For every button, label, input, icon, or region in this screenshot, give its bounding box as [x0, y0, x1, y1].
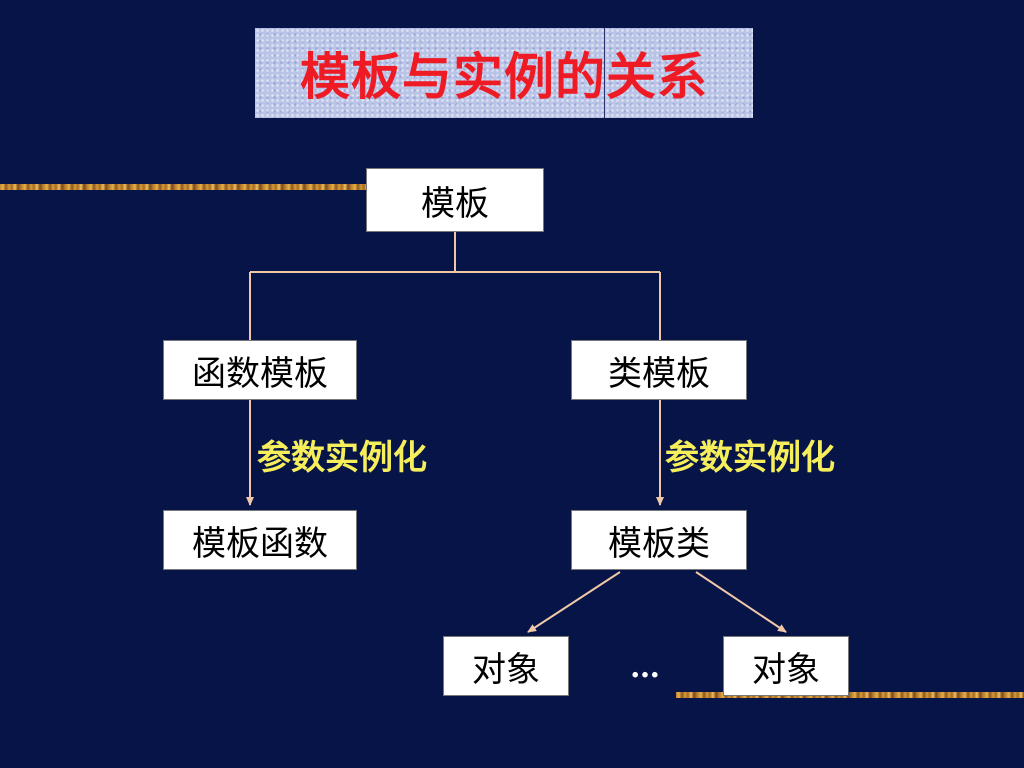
- node-object-right: 对象: [723, 636, 849, 696]
- decorative-stripe-right: [676, 692, 1024, 698]
- node-template-function: 模板函数: [163, 510, 357, 570]
- edge-label-class-instantiation: 参数实例化: [665, 438, 835, 478]
- slide-title-box: 模板与实例的关系: [255, 28, 753, 118]
- node-template: 模板: [366, 168, 544, 232]
- node-function-template: 函数模板: [163, 340, 357, 400]
- edge-label-function-instantiation: 参数实例化: [257, 438, 427, 478]
- arrow-to-object-left: [527, 571, 621, 633]
- arrow-to-object-right: [695, 571, 787, 633]
- slide-title: 模板与实例的关系: [300, 47, 708, 106]
- node-object-left: 对象: [443, 636, 569, 696]
- ellipsis-more-objects: …: [630, 650, 660, 685]
- title-divider: [604, 28, 605, 118]
- node-class-template: 类模板: [571, 340, 747, 400]
- decorative-stripe-left: [0, 184, 366, 190]
- node-template-class: 模板类: [571, 510, 747, 570]
